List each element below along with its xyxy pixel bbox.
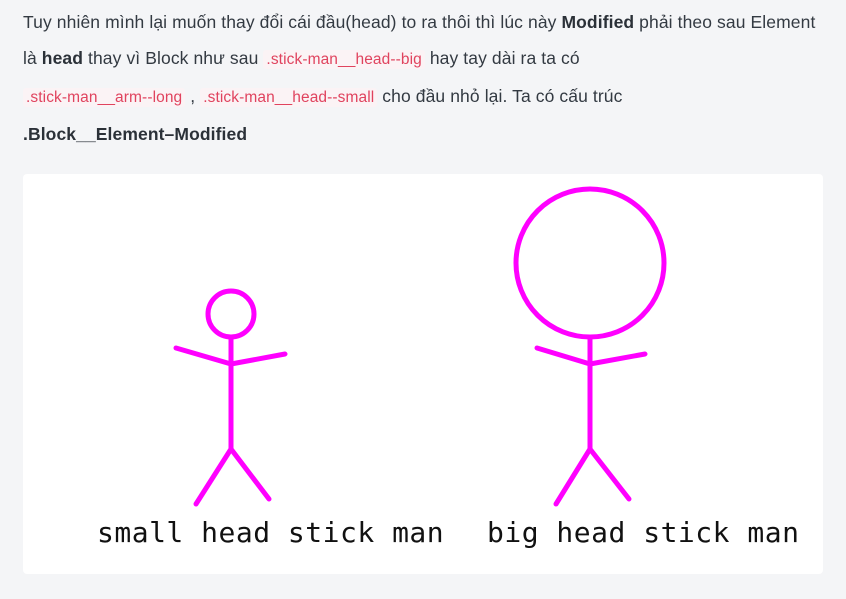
head-keyword: head <box>41 48 84 68</box>
small-head-stick-man <box>173 288 288 507</box>
big-arm-left <box>534 345 593 367</box>
modified-keyword: Modified <box>561 12 635 32</box>
big-arm-right <box>587 351 648 367</box>
bem-structure: .Block__Element–Modified <box>23 124 248 144</box>
small-head <box>205 288 257 340</box>
big-head-caption: big head stick man <box>487 516 800 549</box>
big-head <box>513 186 667 340</box>
stick-man-figure: small head stick man big head stick man <box>23 174 823 574</box>
small-leg-right <box>228 446 272 502</box>
text-run: cho đầu nhỏ lại. Ta có cấu trúc <box>377 86 623 106</box>
article-body: Tuy nhiên mình lại muốn thay đổi cái đầu… <box>23 0 823 152</box>
big-leg-right <box>587 446 632 502</box>
inline-code-head-small: .stick-man__head--small <box>200 88 378 107</box>
small-arm-right <box>228 351 288 367</box>
explanation-paragraph: Tuy nhiên mình lại muốn thay đổi cái đầu… <box>23 4 823 152</box>
text-run: , <box>185 86 201 106</box>
small-arm-left <box>173 345 234 367</box>
text-run: hay tay dài ra ta có <box>424 48 580 68</box>
inline-code-head-big: .stick-man__head--big <box>263 50 425 69</box>
big-head-stick-man <box>513 186 667 507</box>
big-leg-left <box>553 446 593 507</box>
text-run: phải theo sau Element là <box>23 12 816 68</box>
small-leg-left <box>193 446 234 507</box>
small-head-caption: small head stick man <box>97 516 445 549</box>
text-run: Tuy nhiên mình lại muốn thay đổi cái đầu… <box>23 12 562 32</box>
stick-man-drawing <box>173 186 667 507</box>
inline-code-arm-long: .stick-man__arm--long <box>23 88 186 107</box>
text-run: thay vì Block như sau <box>83 48 264 68</box>
